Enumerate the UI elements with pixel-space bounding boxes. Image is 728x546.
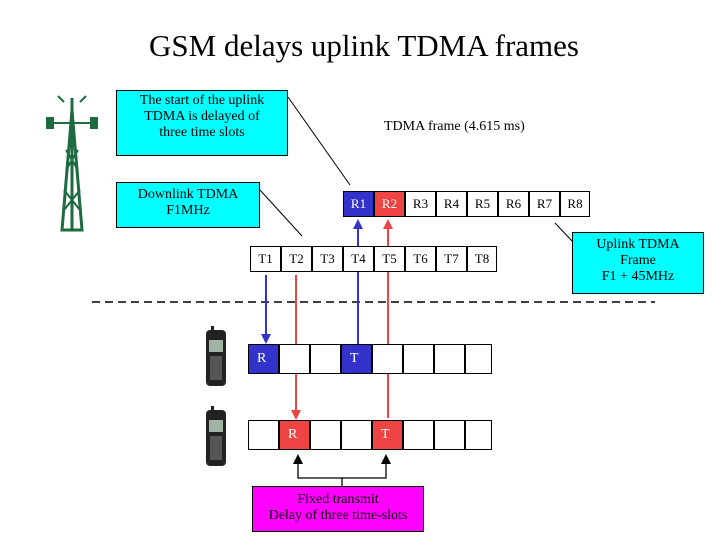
uplink-slot: R7 xyxy=(529,191,560,217)
leader-uplink xyxy=(554,222,573,242)
callout-uplink: Uplink TDMA Frame F1 + 45MHz xyxy=(572,232,704,294)
phone1-slot xyxy=(434,344,465,374)
uplink-slot: R2 xyxy=(374,191,405,217)
phone2-slot: R xyxy=(279,420,310,450)
phone1-slot: R xyxy=(248,344,279,374)
mobile-phone-icon xyxy=(206,326,226,386)
downlink-slot: T7 xyxy=(436,246,467,272)
uplink-slot: R5 xyxy=(467,191,498,217)
callout-fixed-transmit: Fixed transmit Delay of three time-slots xyxy=(252,486,424,532)
uplink-slot: R6 xyxy=(498,191,529,217)
downlink-slot: T1 xyxy=(250,246,281,272)
uplink-slot: R4 xyxy=(436,191,467,217)
callout-line: Uplink TDMA xyxy=(596,237,680,252)
downlink-slot: T6 xyxy=(405,246,436,272)
callout-line: F1 + 45MHz xyxy=(601,269,675,284)
phone1-slot xyxy=(403,344,434,374)
page-title: GSM delays uplink TDMA frames xyxy=(149,28,579,63)
phone1-slot xyxy=(372,344,403,374)
callout-line: TDMA is delayed of xyxy=(144,109,260,124)
phone2-slot xyxy=(434,420,465,450)
mobile-phone-icon xyxy=(206,406,226,466)
phone2-slot xyxy=(403,420,434,450)
callout-uplink-delay: The start of the uplink TDMA is delayed … xyxy=(116,90,288,156)
frame-duration-label: TDMA frame (4.615 ms) xyxy=(384,119,525,134)
callout-line: F1MHz xyxy=(166,203,210,218)
downlink-slot: T8 xyxy=(467,246,497,272)
uplink-slot: R1 xyxy=(343,191,374,217)
callout-downlink: Downlink TDMA F1MHz xyxy=(116,182,260,228)
phone2-slot xyxy=(341,420,372,450)
phone2-slot: T xyxy=(372,420,403,450)
delay-bracket xyxy=(297,470,387,479)
uplink-slot: R8 xyxy=(560,191,590,217)
phone1-slot xyxy=(310,344,341,374)
callout-line: Frame xyxy=(620,253,656,268)
callout-line: three time slots xyxy=(159,125,245,140)
phone1-slot: T xyxy=(341,344,372,374)
phone2-slot xyxy=(310,420,341,450)
downlink-slot: T3 xyxy=(312,246,343,272)
uplink-slot: R3 xyxy=(405,191,436,217)
callout-line: Downlink TDMA xyxy=(137,187,239,202)
leader-downlink xyxy=(259,189,303,237)
phone1-slot xyxy=(279,344,310,374)
callout-line: The start of the uplink xyxy=(139,93,265,108)
callout-line: Fixed transmit xyxy=(297,492,379,507)
leader-delay xyxy=(287,96,351,186)
phone2-slot xyxy=(465,420,492,450)
antenna-tower-icon xyxy=(46,95,98,232)
callout-line: Delay of three time-slots xyxy=(268,508,408,523)
downlink-slot: T4 xyxy=(343,246,374,272)
phone1-slot xyxy=(465,344,492,374)
downlink-slot: T5 xyxy=(374,246,405,272)
downlink-slot: T2 xyxy=(281,246,312,272)
phone2-slot xyxy=(248,420,279,450)
